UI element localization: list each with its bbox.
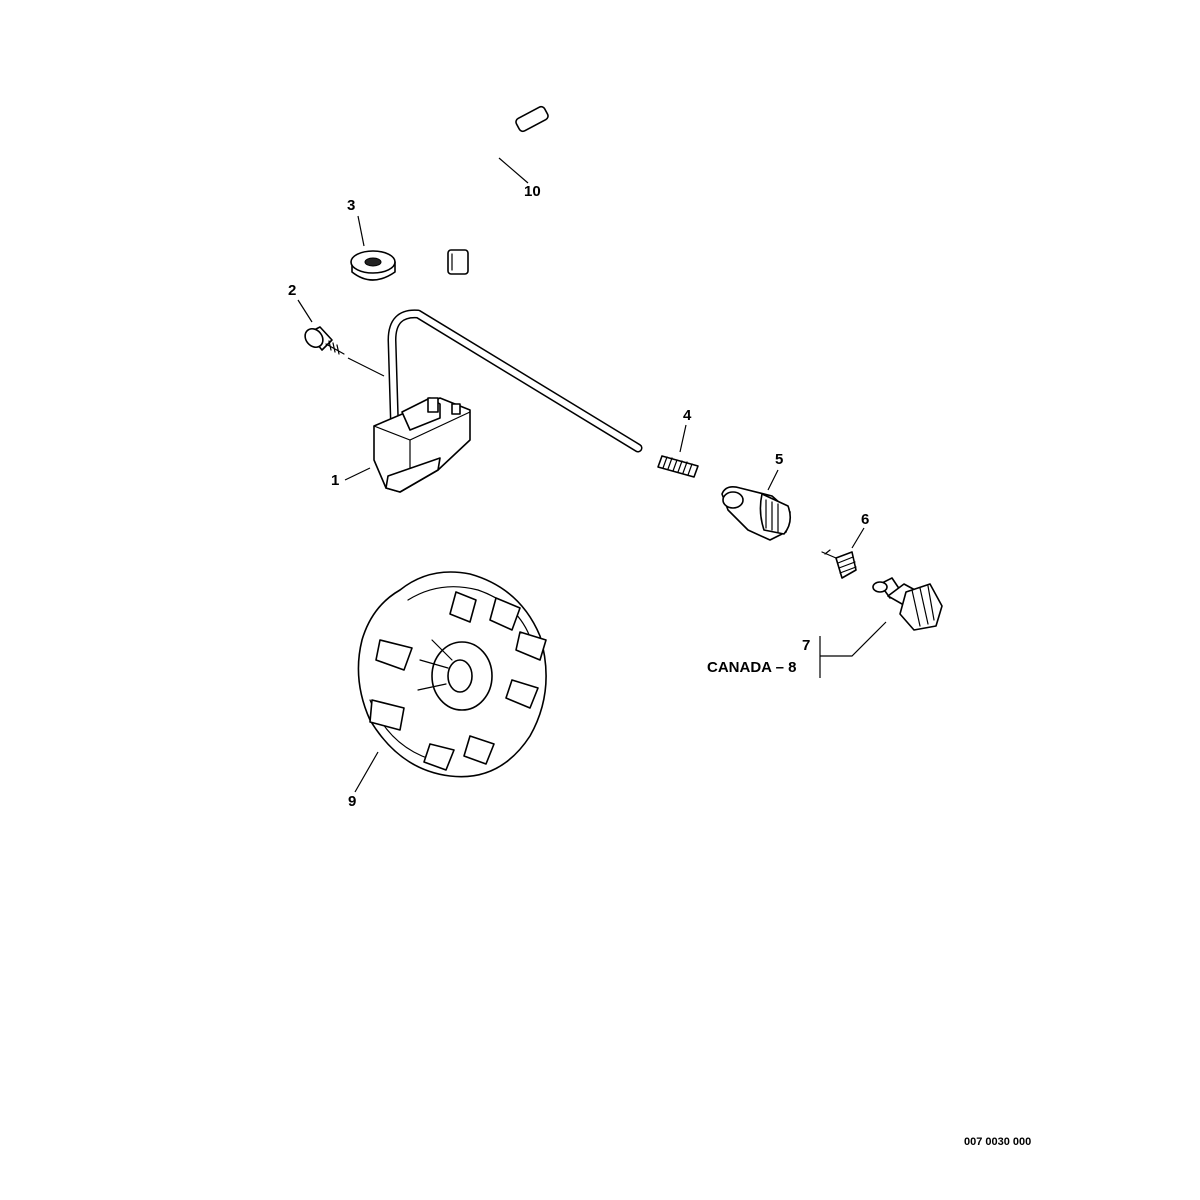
callout-8-canada: CANADA – 8 — [707, 659, 797, 676]
flywheel-part-9 — [357, 571, 547, 778]
leader-4 — [679, 424, 687, 453]
leader-9 — [354, 751, 379, 793]
callout-2: 2 — [288, 282, 297, 299]
leader-2b — [347, 357, 385, 377]
callout-4: 4 — [683, 407, 692, 424]
callout-1: 1 — [331, 472, 340, 489]
leader-3 — [357, 215, 365, 247]
callout-10: 10 — [524, 183, 541, 200]
screw-part-2 — [304, 326, 345, 355]
spring-part-4 — [657, 455, 699, 478]
ignition-coil-part-1 — [373, 309, 643, 493]
spark-plug-part-7-8 — [872, 577, 943, 631]
leader-7-8 — [820, 621, 887, 657]
leader-5 — [767, 469, 779, 491]
callout-7: 7 — [802, 637, 811, 654]
drawing-number: 007 0030 000 — [964, 1136, 1032, 1148]
leader-10 — [498, 157, 529, 184]
callout-6: 6 — [861, 511, 870, 528]
leader-1 — [344, 467, 371, 481]
leader-6 — [851, 527, 865, 549]
spark-plug-cap-part-5 — [721, 486, 792, 541]
spark-plug-lead-part-10 — [447, 105, 549, 275]
leader-2 — [297, 299, 313, 323]
callout-3: 3 — [347, 197, 356, 214]
terminal-spring-part-6 — [821, 549, 857, 579]
callout-5: 5 — [775, 451, 784, 468]
callout-9: 9 — [348, 793, 357, 810]
grommet-part-3 — [350, 250, 396, 281]
leader-lines — [297, 157, 887, 793]
